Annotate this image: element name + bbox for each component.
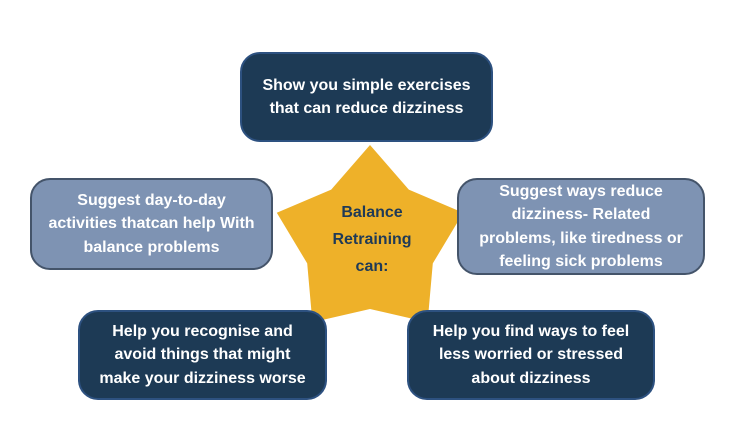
box-simple-exercises: Show you simple exercises that can reduc… [240, 52, 493, 142]
box-day-to-day-activities: Suggest day-to-day activities thatcan he… [30, 178, 273, 270]
box-recognise-and-avoid-text: Help you recognise and avoid things that… [99, 323, 306, 387]
box-reduce-related-problems: Suggest ways reduce dizziness- Related p… [457, 178, 705, 275]
box-less-worried-stressed: Help you find ways to feel less worried … [407, 310, 655, 400]
box-reduce-related-problems-text: Suggest ways reduce dizziness- Related p… [479, 183, 683, 270]
star-center-label: Balance Retraining can: [332, 204, 412, 275]
box-simple-exercises-text: Show you simple exercises that can reduc… [262, 76, 471, 117]
box-less-worried-stressed-text: Help you find ways to feel less worried … [432, 323, 630, 387]
box-day-to-day-activities-text: Suggest day-to-day activities thatcan he… [48, 192, 255, 256]
box-recognise-and-avoid: Help you recognise and avoid things that… [78, 310, 327, 400]
star-icon [276, 145, 464, 323]
